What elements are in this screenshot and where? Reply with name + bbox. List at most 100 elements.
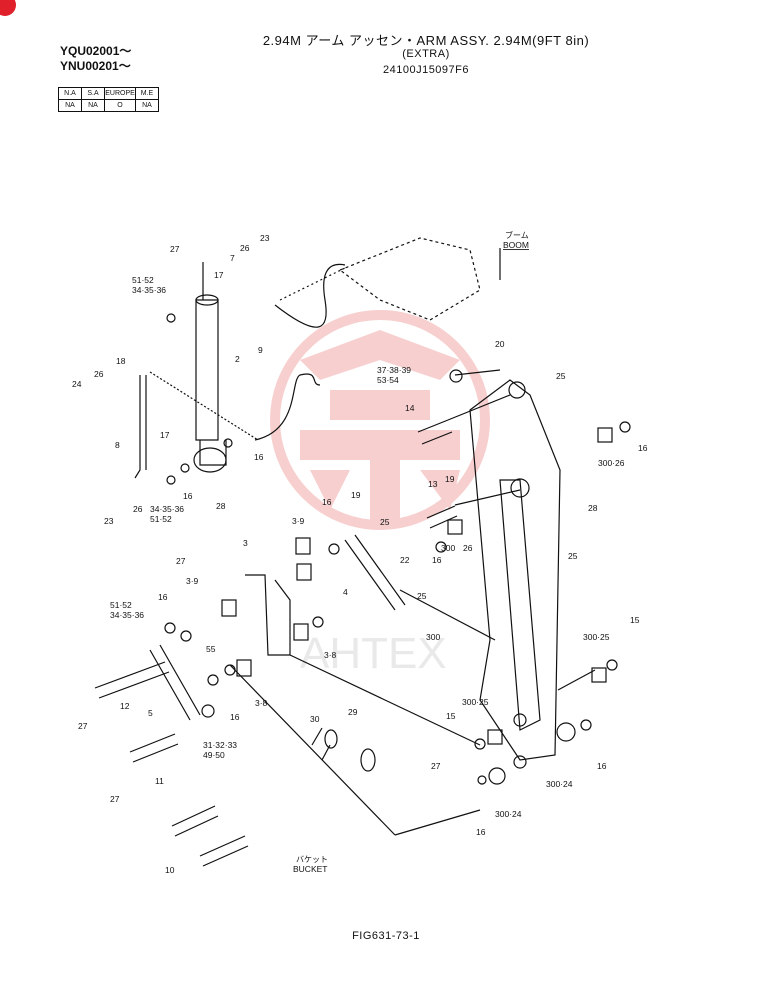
callout-34-35-36: 34·35·36 <box>132 285 166 295</box>
bush-3-9b <box>221 599 237 617</box>
leader-bucket-link <box>289 654 481 746</box>
callout-25: 25 <box>556 371 566 381</box>
region-value-row: NA NA O NA <box>58 99 159 112</box>
callout-27d: 27 <box>431 761 441 771</box>
pin-14 <box>417 419 453 445</box>
callout-3-9b: 3·9 <box>186 576 199 586</box>
corner-badge <box>0 0 16 16</box>
callout-51-52c: 51·52 <box>110 600 132 610</box>
callout-29: 29 <box>348 707 358 717</box>
pipe-8 <box>134 375 141 479</box>
serial-2: YNU00201～ <box>60 59 131 73</box>
leader-300 <box>399 589 496 641</box>
washer-16j <box>477 775 487 785</box>
washer-16a <box>180 463 190 473</box>
callout-10: 10 <box>165 865 175 875</box>
callout-11: 11 <box>155 776 164 786</box>
bush-3-8b <box>236 659 252 677</box>
washer-37 <box>449 369 463 383</box>
hose-guide <box>279 267 346 301</box>
bush-3-9a <box>295 537 311 555</box>
callout-300: 300 <box>441 543 455 553</box>
callout-26: 26 <box>240 243 250 253</box>
callout-51-52: 51·52 <box>132 275 154 285</box>
callout-labels: 27 23 26 7 17 51·52 34·35·36 2 9 18 26 2… <box>72 230 648 875</box>
callout-26d: 26 <box>463 543 473 553</box>
callout-300b: 300 <box>426 632 440 642</box>
callout-19: 19 <box>445 474 455 484</box>
callout-24: 24 <box>72 379 82 389</box>
callout-300-24b: 300·24 <box>495 809 522 819</box>
cylinder-tube <box>195 299 219 441</box>
part-number: 24100J15097F6 <box>382 64 469 76</box>
callout-23b: 23 <box>104 516 114 526</box>
callout-28b: 28 <box>588 503 598 513</box>
callout-16f: 16 <box>158 592 168 602</box>
callout-55: 55 <box>206 644 216 654</box>
callout-14: 14 <box>405 403 415 413</box>
leader-bucket-arm <box>394 809 481 836</box>
callout-53-54: 53·54 <box>377 375 399 385</box>
callout-31-32-33: 31·32·33 <box>203 740 237 750</box>
callout-12: 12 <box>120 701 130 711</box>
callout-16b: 16 <box>183 491 193 501</box>
region-value-na: NA <box>58 99 82 112</box>
washer-51b <box>164 622 176 634</box>
arm-lower-boss <box>513 713 527 727</box>
callout-13: 13 <box>428 479 438 489</box>
watermark-text: AHTEX <box>300 629 447 678</box>
hose-lower <box>254 373 321 441</box>
callout-3-9: 3·9 <box>292 516 305 526</box>
pin-11 <box>129 733 179 763</box>
callout-49-50: 49·50 <box>203 750 225 760</box>
link-4 <box>344 534 406 611</box>
callout-26b: 26 <box>94 369 104 379</box>
leader-bucket <box>229 664 396 836</box>
washer-51 <box>166 313 176 323</box>
pin-13 <box>426 505 458 529</box>
callout-16g: 16 <box>230 712 240 722</box>
leader-13 <box>454 489 521 506</box>
callout-5: 5 <box>148 708 153 718</box>
region-header-me: M.E <box>135 87 159 100</box>
leader-14 <box>447 394 511 421</box>
callout-34-35-36c: 34·35·36 <box>110 610 144 620</box>
callout-3: 3 <box>243 538 248 548</box>
callout-300-26: 300·26 <box>598 458 625 468</box>
callout-16e: 16 <box>432 555 442 565</box>
hose-upper <box>274 263 346 328</box>
pin-30b <box>321 744 331 761</box>
bush-300 <box>447 519 463 535</box>
callout-37-38-39: 37·38·39 <box>377 365 411 375</box>
pin-10b <box>199 835 249 867</box>
washer-16i <box>580 719 592 731</box>
callout-300-25: 300·25 <box>583 632 610 642</box>
page-subtitle: (EXTRA) <box>402 48 450 60</box>
cylinder-foot <box>199 440 227 466</box>
region-value-me: NA <box>135 99 159 112</box>
washer-16f <box>312 616 324 628</box>
washer-31 <box>201 704 215 718</box>
callout-16i: 16 <box>476 827 486 837</box>
watermark-logo <box>270 310 490 530</box>
washer-34 <box>166 475 176 485</box>
pin-10a <box>171 805 219 837</box>
callout-28: 28 <box>216 501 226 511</box>
callout-25b: 25 <box>380 517 390 527</box>
boom-label-jp: ブーム <box>505 230 529 240</box>
bush-3-9c <box>296 563 312 581</box>
arm-mid-boss <box>510 478 530 498</box>
serial-numbers: YQU02001～ YNU00201～ <box>60 44 131 74</box>
arm-inner <box>499 479 541 731</box>
callout-3-8b: 3·8 <box>255 698 268 708</box>
ring-29 <box>324 729 338 749</box>
leader-300-25 <box>557 669 596 691</box>
leader-shim <box>454 369 501 376</box>
callout-16h: 16 <box>597 761 607 771</box>
callout-22: 22 <box>400 555 410 565</box>
callout-2: 2 <box>235 354 240 364</box>
callout-27c: 27 <box>78 721 88 731</box>
callout-51-52b: 51·52 <box>150 514 172 524</box>
bucket-label-en: BUCKET <box>293 864 327 874</box>
